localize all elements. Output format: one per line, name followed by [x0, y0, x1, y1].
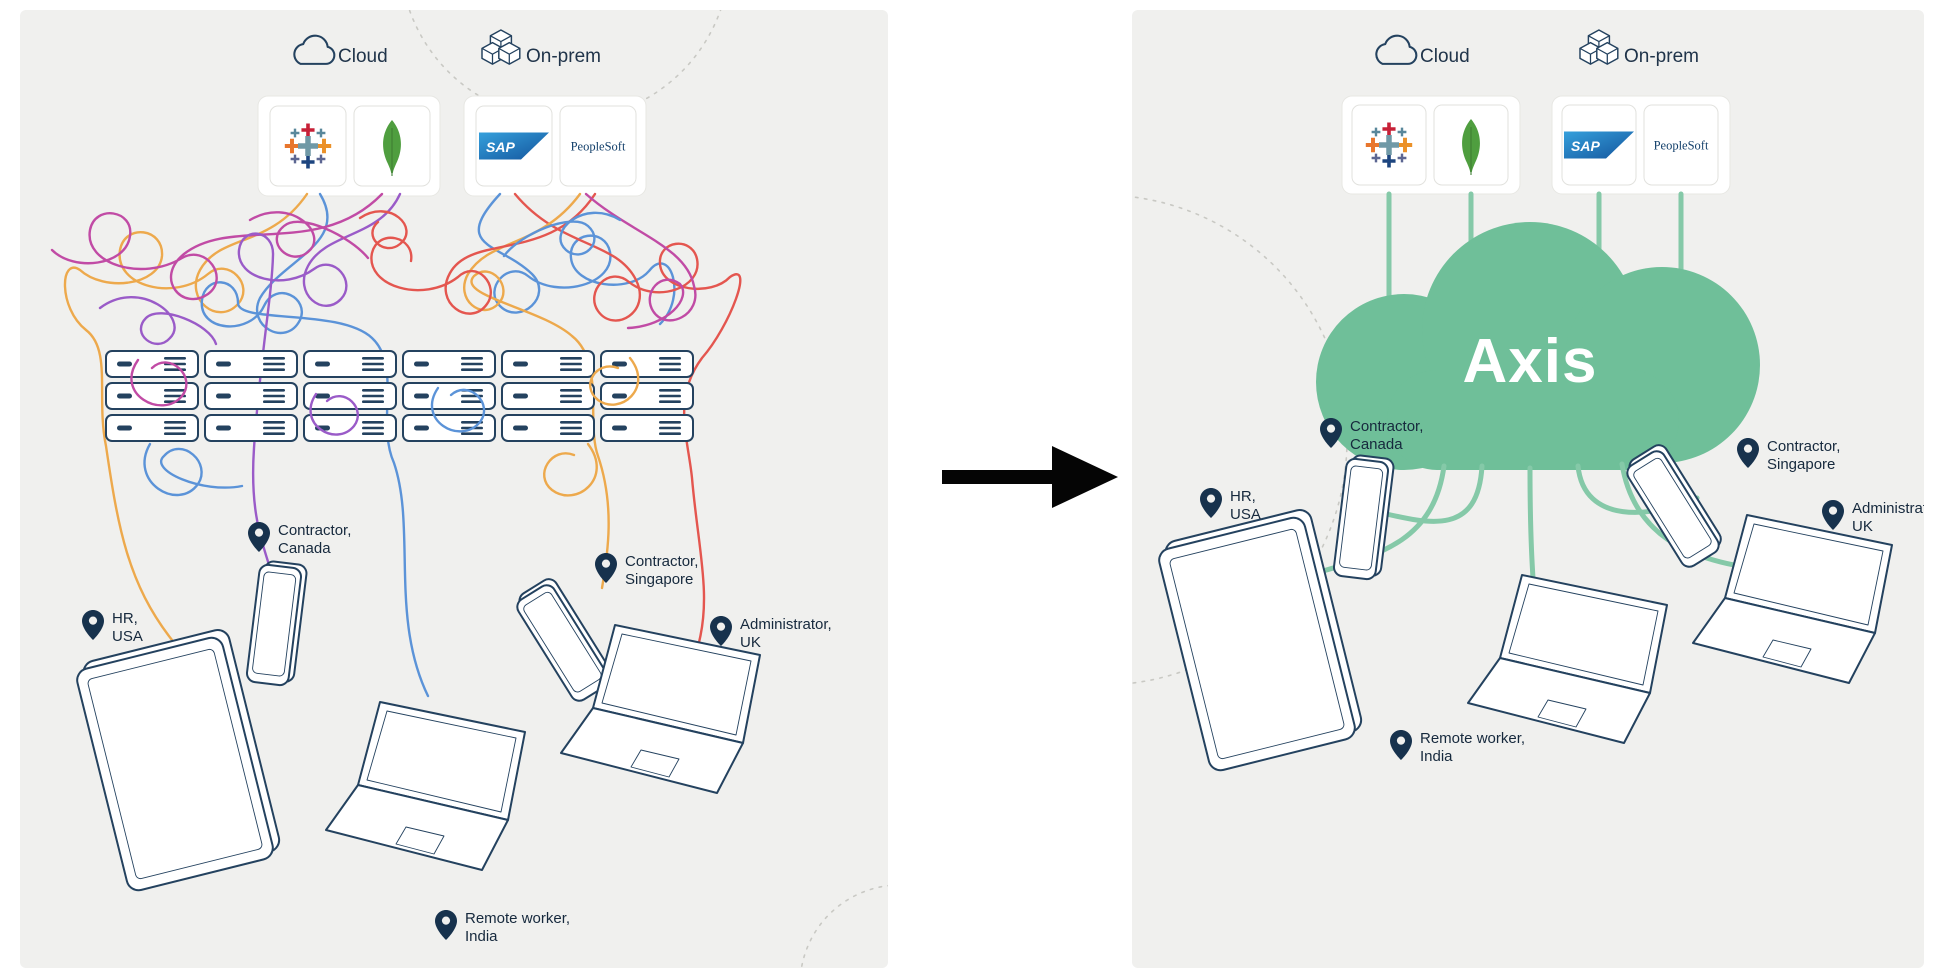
cloud-icon: [293, 34, 336, 65]
rack-server-icon: [501, 350, 595, 378]
rack-server-icon: [204, 414, 298, 442]
wire: [200, 192, 430, 698]
cloud-header-label: Cloud: [1420, 46, 1470, 67]
phone-device-canada: [244, 558, 309, 688]
wire: [584, 192, 697, 330]
wire: [237, 192, 402, 570]
wire: [502, 211, 622, 258]
map-pin-icon: [710, 616, 732, 646]
user-label-line: Administrator,: [740, 616, 832, 633]
map-pin-icon: [595, 553, 617, 583]
rack-server-icon: [204, 382, 298, 410]
map-pin-icon: [248, 522, 270, 552]
user-label-line: UK: [1852, 518, 1873, 535]
user-label-line: Remote worker,: [1420, 730, 1525, 747]
wire: [513, 192, 742, 648]
user-label-line: India: [1420, 748, 1453, 765]
peoplesoft-logo-text: PeopleSoft: [1654, 139, 1709, 153]
wire: [543, 442, 598, 497]
user-label-line: UK: [740, 634, 761, 651]
rack-server-icon: [501, 382, 595, 410]
user-label-line: Remote worker,: [465, 910, 570, 927]
laptop-device-india: [325, 701, 526, 871]
panel-before: Cloud On-prem SAP PeopleSoft: [20, 10, 888, 968]
user-label-line: Contractor,: [625, 553, 698, 570]
laptop-device-uk: [1692, 514, 1893, 684]
laptop-device-india: [1467, 574, 1668, 744]
user-label-line: Contractor,: [278, 522, 351, 539]
rack-server-icon: [600, 350, 694, 378]
transition-arrow: [942, 444, 1120, 510]
wire: [589, 356, 640, 406]
arrow-shaft: [942, 470, 1054, 484]
sap-logo-text: SAP: [486, 139, 515, 155]
arrow-head: [1052, 446, 1118, 508]
peoplesoft-card: [559, 105, 637, 187]
rack-server-icon: [303, 350, 397, 378]
wire: [477, 192, 676, 326]
wire: [370, 192, 597, 315]
user-label-line: Canada: [1350, 436, 1403, 453]
phone-device-canada: [1331, 452, 1396, 582]
right-arrow-icon: [942, 446, 1118, 508]
user-label-line: USA: [1230, 506, 1261, 523]
map-pin-icon: [1822, 500, 1844, 530]
user-label-line: HR,: [1230, 488, 1256, 505]
panel-after: Cloud On-prem SAP PeopleSoft Axis: [1132, 10, 1924, 968]
dashed-arc-bottom-right: [800, 884, 888, 968]
onprem-stack-icon: [482, 30, 520, 64]
map-pin-icon: [435, 910, 457, 940]
wire: [50, 192, 384, 301]
wire: [143, 442, 244, 497]
map-pin-icon: [1200, 488, 1222, 518]
before-diagram: Cloud On-prem SAP PeopleSoft: [50, 10, 888, 968]
wire: [98, 296, 218, 346]
cloud-header-label: Cloud: [338, 46, 388, 67]
peoplesoft-card: [1643, 104, 1719, 186]
wire: [248, 211, 370, 260]
user-label-line: Administrator,: [1852, 500, 1924, 517]
map-pin-icon: [1390, 730, 1412, 760]
user-label-line: India: [465, 928, 498, 945]
map-pin-icon: [1320, 418, 1342, 448]
user-label-line: HR,: [112, 610, 138, 627]
user-label-line: Canada: [278, 540, 331, 557]
rack-server-icon: [600, 414, 694, 442]
axis-label: Axis: [1463, 327, 1598, 396]
server-rack: [105, 350, 694, 442]
cloud-icon: [1375, 34, 1418, 65]
rack-server-icon: [402, 350, 496, 378]
rack-server-icon: [105, 414, 199, 442]
rack-server-icon: [303, 382, 397, 410]
sap-logo-text: SAP: [1571, 138, 1600, 154]
wire: [130, 358, 188, 407]
user-label-line: Contractor,: [1350, 418, 1423, 435]
rack-server-icon: [204, 350, 298, 378]
user-label-line: Singapore: [625, 571, 693, 588]
map-pin-icon: [1737, 438, 1759, 468]
onprem-header-label: On-prem: [1624, 46, 1699, 67]
wire: [358, 210, 408, 250]
axis-cloud: Axis: [1316, 222, 1760, 470]
user-label-line: Singapore: [1767, 456, 1835, 473]
peoplesoft-logo-text: PeopleSoft: [571, 140, 626, 154]
user-label-line: USA: [112, 628, 143, 645]
onprem-header-label: On-prem: [526, 46, 601, 67]
wire: [309, 392, 359, 436]
tangled-wires: [50, 192, 742, 698]
tablet-device: [1154, 506, 1367, 774]
user-label-line: Contractor,: [1767, 438, 1840, 455]
rack-server-icon: [402, 382, 496, 410]
axis-cloud-base: [1387, 370, 1679, 470]
tangled-wires-front: [130, 356, 640, 436]
wire: [430, 386, 486, 433]
map-pin-icon: [82, 610, 104, 640]
onprem-stack-icon: [1580, 30, 1618, 64]
rack-server-icon: [501, 414, 595, 442]
green-line: [1375, 463, 1485, 524]
after-diagram: Cloud On-prem SAP PeopleSoft Axis: [1132, 10, 1924, 774]
